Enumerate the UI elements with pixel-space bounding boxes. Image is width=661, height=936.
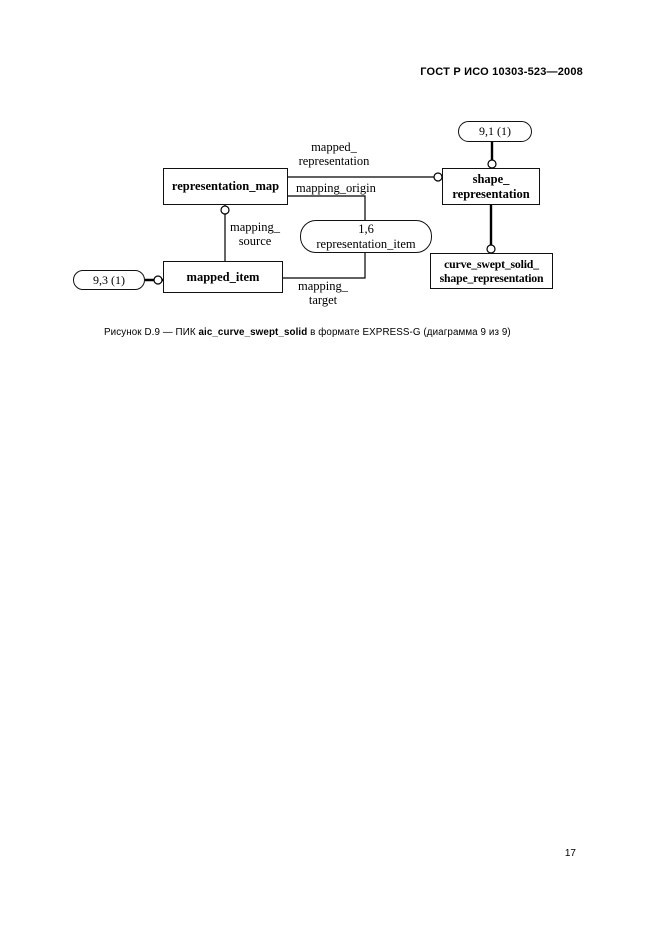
line-mapping-target [283, 252, 366, 279]
caption-prefix: Рисунок D.9 — ПИК [104, 327, 199, 338]
figure-caption: Рисунок D.9 — ПИК aic_curve_swept_solid … [104, 327, 511, 338]
entity-box-mapped-item: mapped_item [163, 261, 283, 293]
relation-label-mapped-representation: mapped_ representation [298, 140, 370, 168]
entity-box-curve-swept-solid-shape-representation: curve_swept_solid_ shape_representation [430, 253, 553, 289]
circle-terminator-shape-top [487, 159, 497, 169]
page-ref-oval-9-1: 9,1 (1) [458, 121, 532, 142]
circle-terminator-shape-left [433, 172, 443, 182]
relation-label-mapping-origin: mapping_origin [296, 181, 376, 195]
circle-terminator-mapped-item-left [153, 275, 163, 285]
entity-box-shape-representation: shape_ representation [442, 168, 540, 205]
page-number: 17 [564, 848, 576, 859]
caption-suffix: в формате EXPRESS-G (диаграмма 9 из 9) [307, 327, 511, 338]
relation-label-mapping-target: mapping_ target [298, 279, 348, 307]
circle-terminator-curve-top [486, 244, 496, 254]
page-header: ГОСТ Р ИСО 10303-523—2008 [420, 66, 583, 78]
circle-terminator-repmap-bottom [220, 205, 230, 215]
entity-box-representation-map: representation_map [163, 168, 288, 205]
caption-bold-term: aic_curve_swept_solid [198, 327, 308, 338]
page-ref-oval-9-3: 9,3 (1) [73, 270, 145, 290]
line-mapping-origin [288, 195, 366, 221]
page-ref-oval-representation-item: 1,6 representation_item [300, 220, 432, 253]
relation-label-mapping-source: mapping_ source [230, 220, 280, 248]
